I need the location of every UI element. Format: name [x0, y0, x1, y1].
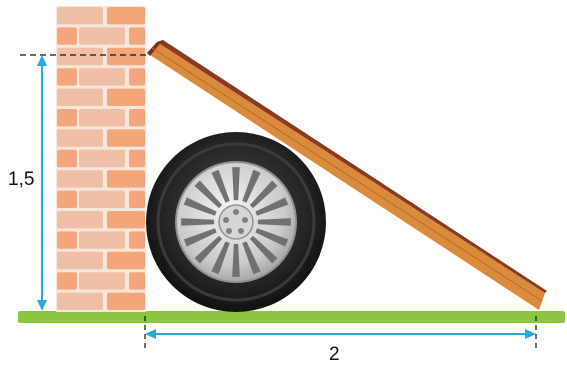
rim-slot — [194, 180, 223, 209]
rim-slot — [255, 197, 289, 216]
brick — [129, 190, 145, 208]
brick — [57, 190, 77, 208]
wheel-icon — [146, 132, 326, 312]
brick — [129, 272, 145, 290]
brick — [79, 27, 125, 45]
rim-slot — [183, 197, 217, 216]
brick — [57, 211, 103, 229]
brick — [57, 272, 77, 290]
rim-slot — [257, 218, 291, 226]
brick — [79, 190, 125, 208]
brick — [57, 7, 103, 25]
brick — [107, 211, 145, 229]
rim-slot — [249, 180, 278, 209]
brick — [129, 109, 145, 127]
brick — [57, 47, 103, 66]
rim-slot — [249, 235, 278, 264]
brick — [57, 149, 77, 168]
brick — [107, 292, 145, 310]
rim-slot — [211, 169, 230, 203]
brick — [57, 292, 103, 310]
ground — [18, 311, 565, 323]
rim-slot — [242, 169, 261, 203]
brick — [57, 170, 103, 188]
width-dimension — [144, 316, 537, 352]
brick — [107, 88, 145, 106]
brick — [79, 68, 125, 86]
rim-slot — [255, 228, 289, 247]
brick — [57, 88, 103, 106]
brick — [79, 109, 125, 127]
brick — [107, 47, 145, 66]
brick — [107, 7, 145, 25]
brick — [57, 109, 77, 127]
rim-slot — [183, 228, 217, 247]
brick — [107, 170, 145, 188]
rim-slot — [242, 241, 261, 275]
brick — [107, 129, 145, 147]
brick — [107, 251, 145, 270]
height-label: 1,5 — [8, 169, 35, 190]
brick-wall — [56, 6, 146, 312]
brick — [57, 251, 103, 270]
brick — [129, 27, 145, 45]
brick — [79, 231, 125, 249]
height-dimension — [20, 54, 150, 311]
brick — [129, 149, 145, 168]
width-label: 2 — [329, 344, 340, 365]
brick — [57, 129, 103, 147]
brick — [79, 149, 125, 168]
plank — [147, 40, 547, 310]
brick — [129, 231, 145, 249]
brick — [79, 272, 125, 290]
rim-slot — [232, 243, 240, 277]
brick — [57, 68, 77, 86]
rim-slot — [211, 241, 230, 275]
brick — [57, 27, 77, 45]
brick — [129, 68, 145, 86]
rim-slot — [194, 235, 223, 264]
rim-slot — [181, 218, 215, 226]
brick — [57, 231, 77, 249]
rim-slot — [232, 167, 240, 201]
